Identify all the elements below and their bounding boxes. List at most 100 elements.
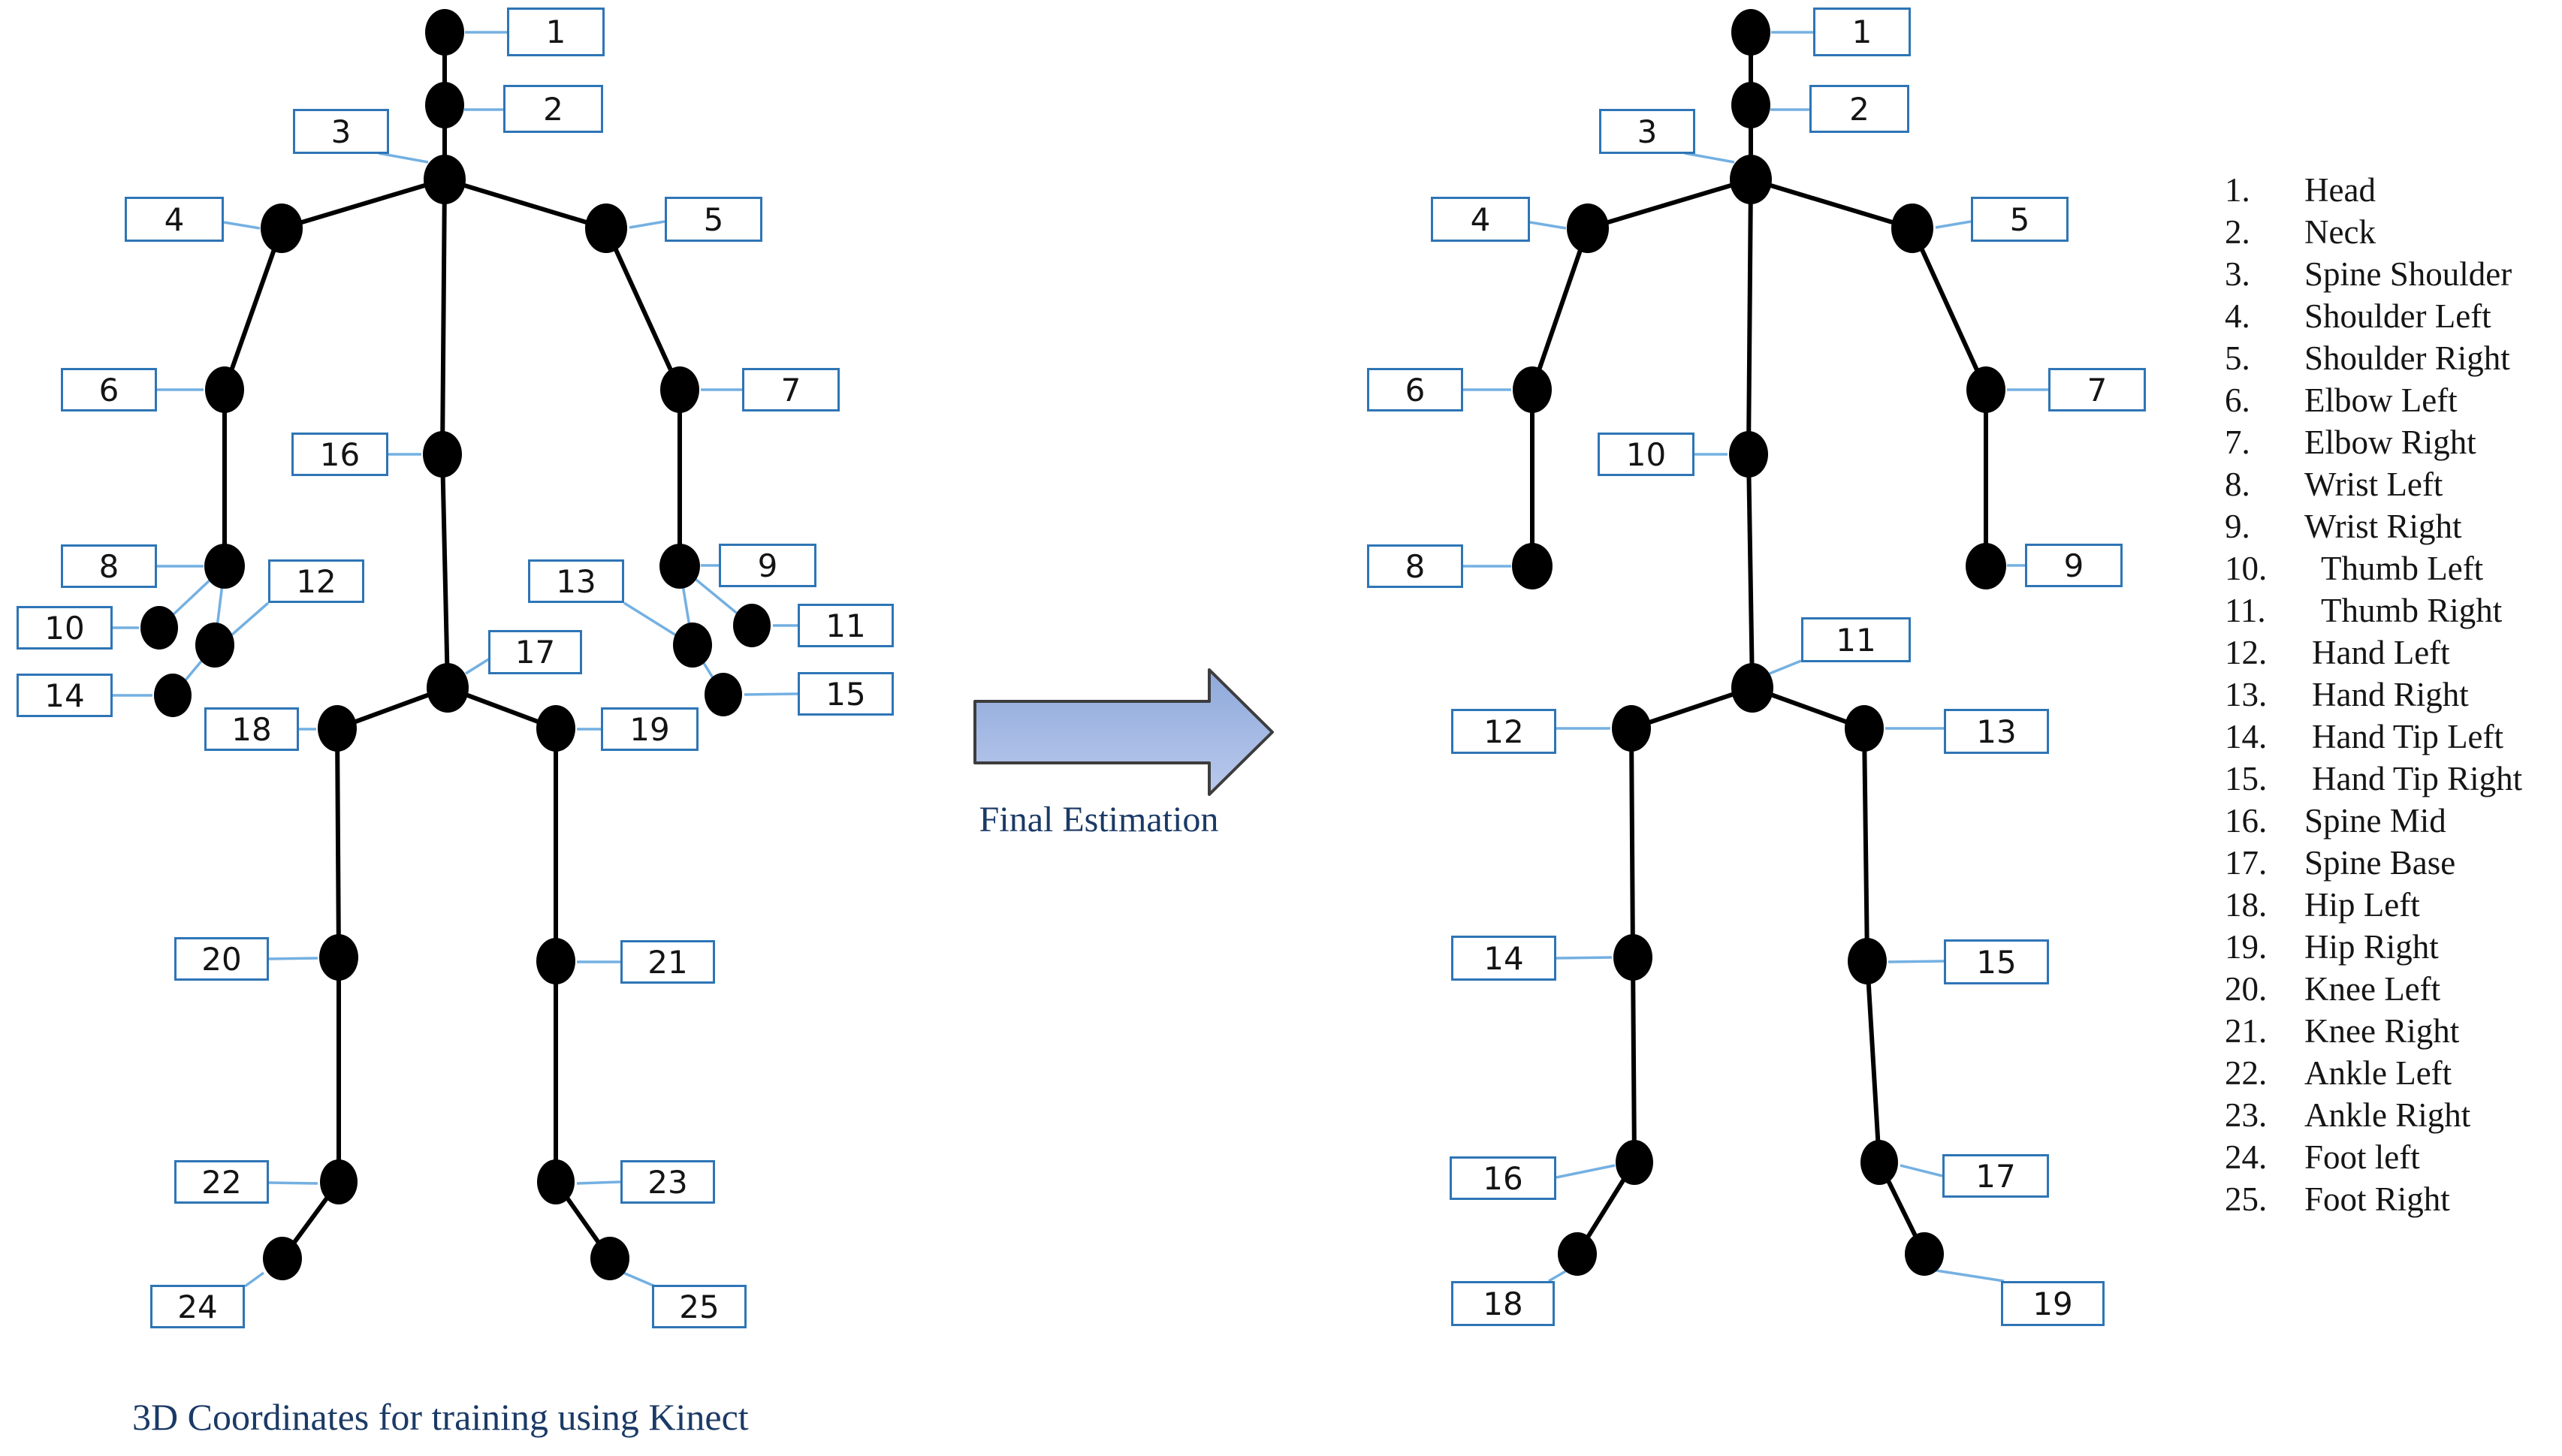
legend-number: 23. xyxy=(2225,1096,2268,1134)
skeleton-bone xyxy=(1865,960,1882,1163)
joint-node-final-estimation-skeleton-spineMid xyxy=(1729,431,1768,478)
label-leader-line xyxy=(1529,221,1567,230)
joint-label-kinect-training-skeleton-16: 16 xyxy=(291,433,388,476)
joint-node-final-estimation-skeleton-hipL xyxy=(1612,705,1651,752)
label-leader-line xyxy=(1935,220,1972,229)
joint-node-final-estimation-skeleton-kneeR xyxy=(1848,938,1887,984)
joint-node-kinect-training-skeleton-thumbL xyxy=(140,606,178,650)
skeleton-bone xyxy=(1750,177,1913,231)
joint-label-kinect-training-skeleton-5: 5 xyxy=(665,197,762,242)
legend-row: 22.Ankle Left xyxy=(2225,1052,2522,1094)
joint-node-final-estimation-skeleton-shoulderR xyxy=(1891,203,1933,253)
legend-name: Hand Tip Right xyxy=(2312,760,2523,797)
label-leader-line xyxy=(1556,1164,1616,1179)
skeleton-bone xyxy=(440,454,450,689)
legend-name: Hand Tip Left xyxy=(2312,718,2504,755)
joint-node-final-estimation-skeleton-ankleL xyxy=(1616,1140,1653,1185)
joint-node-kinect-training-skeleton-footR xyxy=(590,1237,629,1280)
joint-label-final-estimation-skeleton-14: 14 xyxy=(1451,936,1556,981)
joint-node-kinect-training-skeleton-ankleL xyxy=(320,1159,358,1204)
label-leader-line xyxy=(1684,152,1735,164)
legend-name: Head xyxy=(2304,171,2376,209)
legend-number: 16. xyxy=(2225,802,2268,840)
joint-label-final-estimation-skeleton-13: 13 xyxy=(1944,709,2049,754)
label-leader-line xyxy=(378,152,429,164)
joint-label-kinect-training-skeleton-11: 11 xyxy=(798,604,894,647)
joint-node-final-estimation-skeleton-spineShoulder xyxy=(1730,155,1772,204)
legend-name: Hand Left xyxy=(2312,634,2450,671)
joint-label-final-estimation-skeleton-8: 8 xyxy=(1367,544,1463,588)
label-leader-line xyxy=(1769,659,1802,675)
label-leader-line xyxy=(223,221,261,230)
legend-number: 13. xyxy=(2225,676,2268,713)
legend-number: 5. xyxy=(2225,339,2250,377)
legend-name: Hip Right xyxy=(2304,928,2439,966)
label-leader-line xyxy=(268,957,318,960)
legend-number: 9. xyxy=(2225,508,2250,545)
label-leader-line xyxy=(243,1271,265,1288)
legend-number: 1. xyxy=(2225,171,2250,209)
joint-label-final-estimation-skeleton-10: 10 xyxy=(1598,433,1694,476)
joint-node-kinect-training-skeleton-spineShoulder xyxy=(424,155,466,204)
joint-node-kinect-training-skeleton-shoulderR xyxy=(585,203,627,253)
legend-name: Thumb Left xyxy=(2321,550,2484,587)
joint-label-kinect-training-skeleton-10: 10 xyxy=(17,606,113,650)
label-leader-line xyxy=(230,601,270,637)
legend-row: 13. Hand Right xyxy=(2225,674,2522,716)
joint-label-kinect-training-skeleton-24: 24 xyxy=(150,1285,245,1328)
joint-label-final-estimation-skeleton-3: 3 xyxy=(1599,109,1695,154)
joint-node-kinect-training-skeleton-ankleR xyxy=(537,1159,575,1204)
legend-row: 6.Elbow Left xyxy=(2225,379,2522,421)
joint-label-final-estimation-skeleton-7: 7 xyxy=(2048,368,2146,411)
legend-number: 15. xyxy=(2225,760,2268,797)
joint-label-kinect-training-skeleton-22: 22 xyxy=(174,1160,269,1204)
label-leader-line xyxy=(629,220,665,229)
label-leader-line xyxy=(1900,1164,1943,1177)
legend-row: 7.Elbow Right xyxy=(2225,421,2522,463)
joint-label-kinect-training-skeleton-18: 18 xyxy=(204,707,299,751)
joint-node-final-estimation-skeleton-wristR xyxy=(1966,543,2006,589)
joint-node-kinect-training-skeleton-head xyxy=(425,9,464,56)
legend-row: 9.Wrist Right xyxy=(2225,505,2522,547)
label-leader-line xyxy=(744,692,798,696)
legend-row: 5.Shoulder Right xyxy=(2225,337,2522,379)
joint-node-kinect-training-skeleton-handR xyxy=(673,622,712,668)
legend-name: Thumb Right xyxy=(2321,592,2503,629)
legend-number: 18. xyxy=(2225,886,2268,924)
label-leader-line xyxy=(1556,956,1613,960)
joint-label-kinect-training-skeleton-7: 7 xyxy=(742,368,840,411)
joint-node-final-estimation-skeleton-shoulderL xyxy=(1567,203,1609,253)
joint-label-final-estimation-skeleton-6: 6 xyxy=(1367,368,1463,411)
joint-label-kinect-training-skeleton-15: 15 xyxy=(798,672,894,716)
joint-node-kinect-training-skeleton-spineMid xyxy=(423,431,462,478)
legend-row: 20.Knee Left xyxy=(2225,968,2522,1010)
joint-node-final-estimation-skeleton-footR xyxy=(1905,1232,1944,1276)
joint-label-kinect-training-skeleton-9: 9 xyxy=(719,544,816,587)
joint-label-kinect-training-skeleton-14: 14 xyxy=(17,674,113,717)
figure-caption: 3D Coordinates for training using Kinect xyxy=(132,1396,749,1438)
skeleton-bone xyxy=(335,728,341,958)
skeleton-bone xyxy=(444,177,607,231)
joint-label-final-estimation-skeleton-18: 18 xyxy=(1451,1281,1555,1326)
legend-number: 19. xyxy=(2225,928,2268,966)
skeleton-bone xyxy=(1746,179,1753,455)
joint-label-kinect-training-skeleton-12: 12 xyxy=(268,559,364,603)
label-leader-line xyxy=(623,1271,656,1288)
joint-label-kinect-training-skeleton-21: 21 xyxy=(620,940,715,984)
legend-row: 2.Neck xyxy=(2225,211,2522,253)
legend-name: Knee Left xyxy=(2304,970,2441,1008)
joint-node-kinect-training-skeleton-footL xyxy=(263,1237,302,1280)
legend-name: Hand Right xyxy=(2312,676,2469,713)
legend-number: 24. xyxy=(2225,1138,2268,1176)
legend-name: Spine Base xyxy=(2304,844,2456,882)
legend-number: 6. xyxy=(2225,381,2250,419)
legend-row: 8.Wrist Left xyxy=(2225,463,2522,505)
joint-label-kinect-training-skeleton-6: 6 xyxy=(61,368,157,411)
legend-name: Wrist Left xyxy=(2304,466,2443,503)
skeleton-bone xyxy=(604,227,682,391)
legend-row: 21.Knee Right xyxy=(2225,1010,2522,1052)
joint-node-kinect-training-skeleton-hipR xyxy=(536,705,575,752)
joint-label-kinect-training-skeleton-25: 25 xyxy=(652,1285,747,1328)
